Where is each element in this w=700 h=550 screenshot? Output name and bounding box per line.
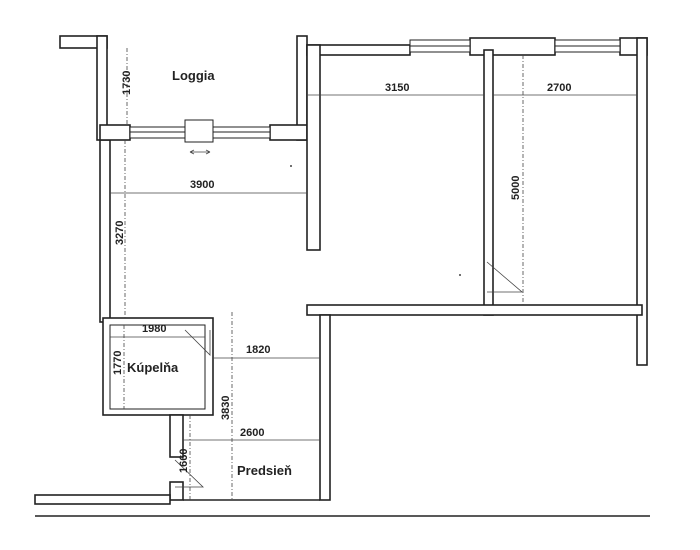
- balcony-door: [184, 119, 214, 143]
- dim-bath-depth: 1770: [112, 351, 124, 375]
- dim-hall-width-lower: 2600: [240, 427, 264, 439]
- dimension-lines: [110, 48, 637, 500]
- room-label-bathroom: Kúpelňa: [127, 360, 179, 375]
- dim-room3-width: 2700: [547, 82, 571, 94]
- dim-bath-width: 1980: [142, 323, 166, 335]
- dim-loggia-depth: 1730: [121, 71, 133, 95]
- dim-living-depth: 3270: [114, 221, 126, 245]
- dim-hall-length: 3830: [220, 396, 232, 420]
- dim-living-width: 3900: [190, 179, 214, 191]
- dimension-labels: 1730 3150 2700 3900 3270 5000 1980 1770 …: [112, 71, 571, 473]
- windows: [129, 39, 621, 143]
- dim-room2-width: 3150: [385, 82, 409, 94]
- dim-hall-width-upper: 1820: [246, 344, 270, 356]
- room-label-loggia: Loggia: [172, 68, 215, 83]
- dot-mark: [459, 274, 461, 276]
- room-label-hall: Predsieň: [237, 463, 292, 478]
- dim-room3-depth: 5000: [510, 176, 522, 200]
- dot-mark: [290, 165, 292, 167]
- dim-entry-depth: 1660: [178, 449, 190, 473]
- room-labels: Loggia Kúpelňa Predsieň: [127, 68, 292, 478]
- door-swings: [174, 149, 524, 488]
- walls: [34, 35, 650, 517]
